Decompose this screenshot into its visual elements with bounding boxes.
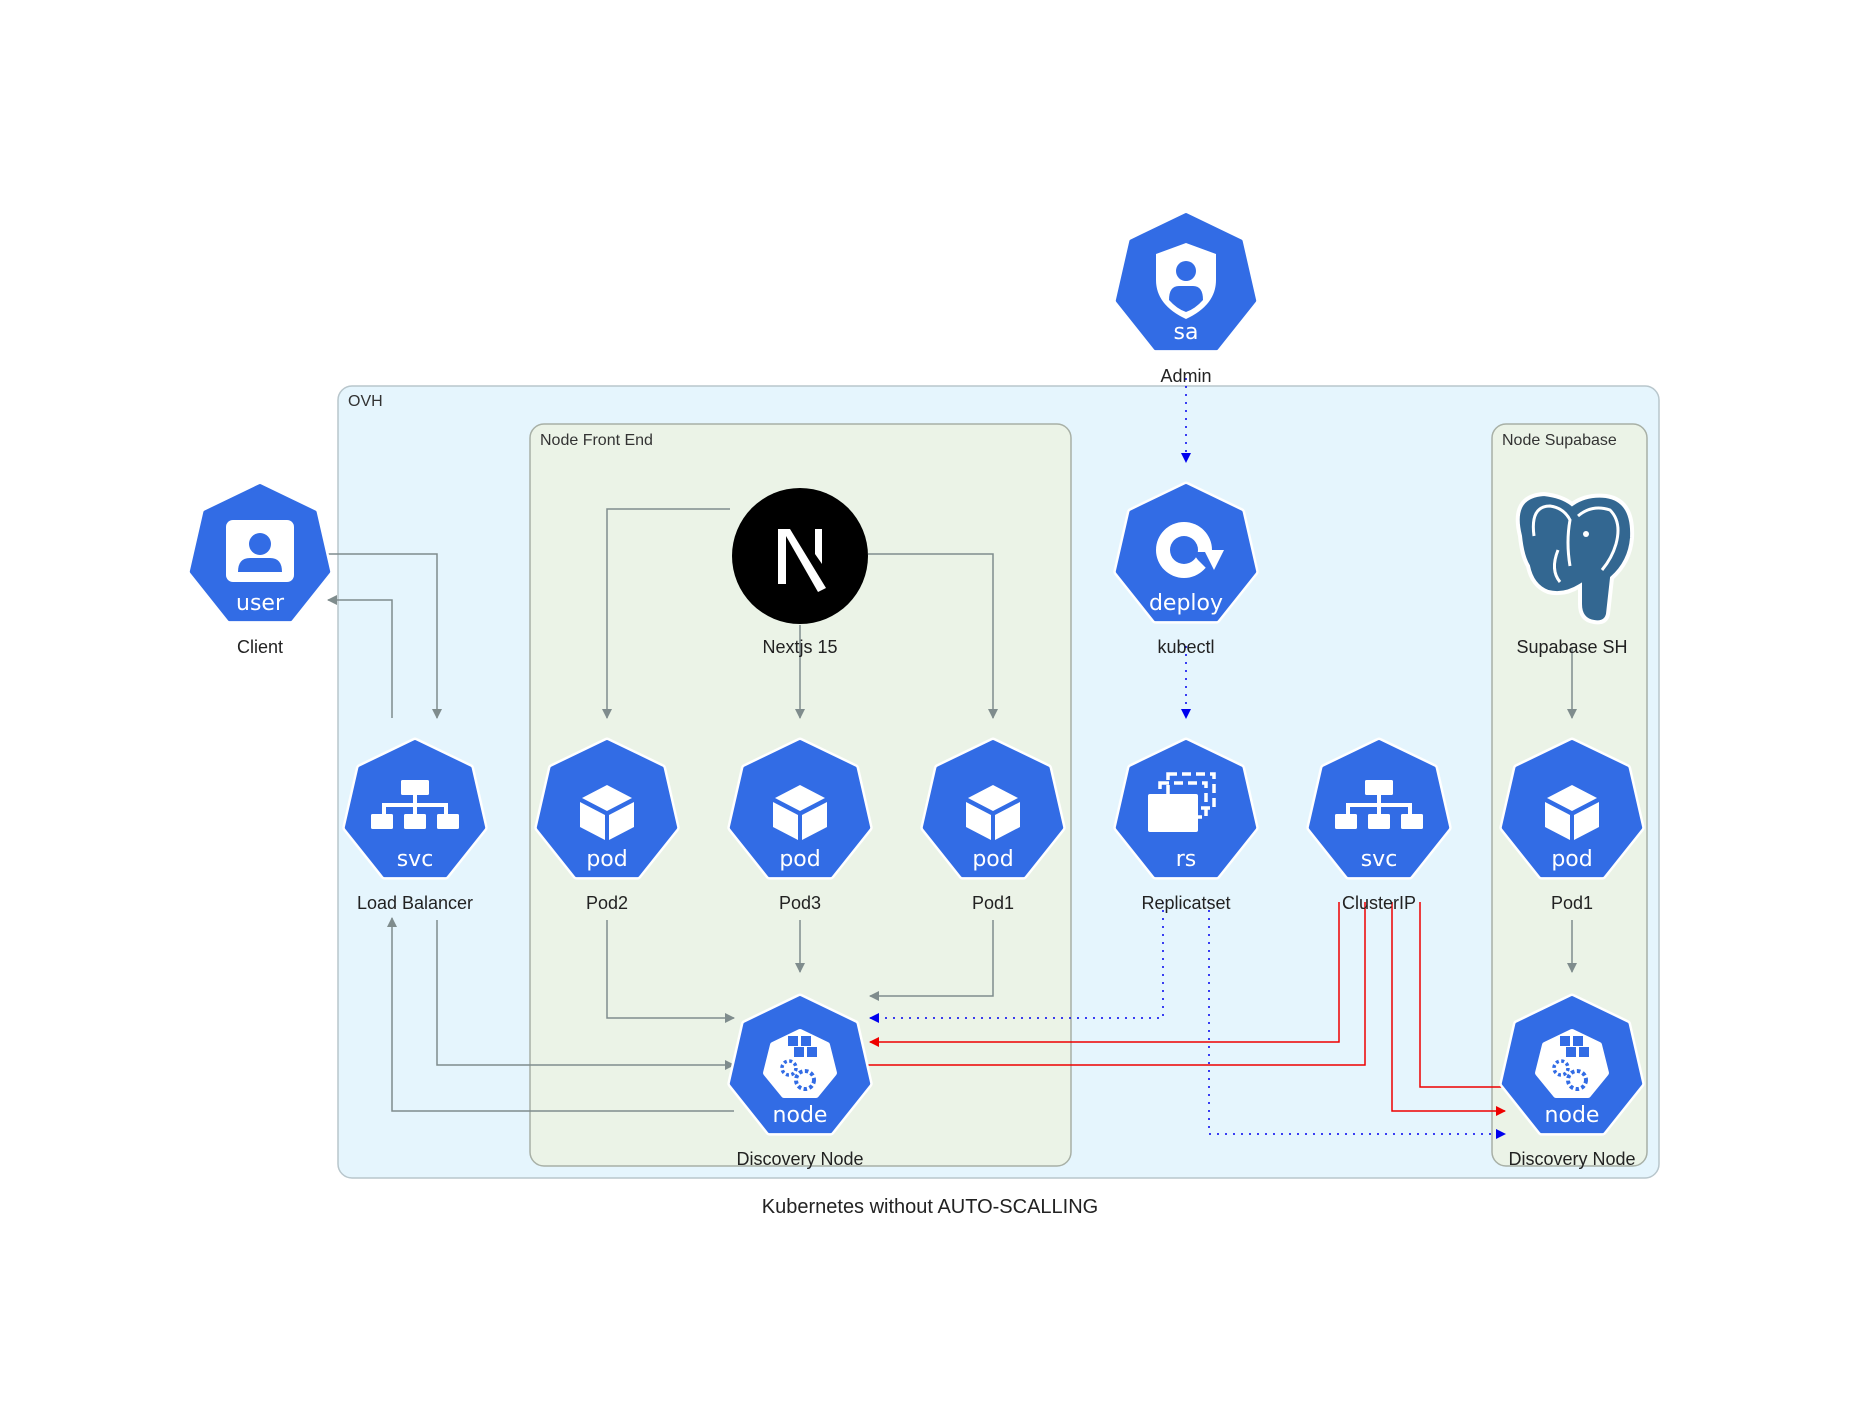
discovery-front-badge: node xyxy=(773,1103,828,1128)
pod1-front-label: Pod1 xyxy=(972,893,1014,913)
node-supabase[interactable]: Supabase SH xyxy=(1515,491,1635,657)
node-nextjs[interactable]: Nextjs 15 xyxy=(732,488,868,657)
nextjs-label: Nextjs 15 xyxy=(762,637,837,657)
client-label: Client xyxy=(237,637,283,657)
replicaset-badge: rs xyxy=(1176,847,1197,872)
edge-load-balancer-to-client xyxy=(327,595,393,718)
client-badge: user xyxy=(236,591,285,616)
edge-client-to-load-balancer xyxy=(326,553,442,719)
edge-load-balancer-to-discovery xyxy=(436,920,735,1070)
pod3-label: Pod3 xyxy=(779,893,821,913)
edge-clusterip-to-discovery-supabase xyxy=(1391,902,1506,1116)
node-client[interactable]: user Client xyxy=(192,486,328,657)
edge-discovery-to-load-balancer xyxy=(387,917,734,1112)
pod3-badge: pod xyxy=(779,847,820,872)
edge-pod1-to-discovery xyxy=(869,920,994,1001)
discovery-supabase-badge: node xyxy=(1545,1103,1600,1128)
node-replicaset[interactable]: rs Replicatset xyxy=(1118,742,1254,913)
node-discovery-supabase[interactable]: node Discovery Node xyxy=(1504,998,1640,1169)
admin-label: Admin xyxy=(1160,366,1211,386)
diagram-caption: Kubernetes without AUTO-SCALLING xyxy=(762,1196,1098,1218)
kubectl-label: kubectl xyxy=(1157,637,1214,657)
clusterip-label: ClusterIP xyxy=(1342,893,1416,913)
edge-discovery-front-to-clusterip xyxy=(867,902,1366,1066)
pod1-front-badge: pod xyxy=(972,847,1013,872)
node-pod1-supabase[interactable]: pod Pod1 xyxy=(1504,742,1640,913)
load-balancer-badge: svc xyxy=(397,847,434,872)
node-icon xyxy=(1538,1032,1606,1095)
edge-replicaset-to-discovery-supabase xyxy=(1208,902,1506,1139)
edge-pod2-to-discovery xyxy=(606,920,735,1023)
cluster-front-label: Node Front End xyxy=(540,432,653,449)
pod2-label: Pod2 xyxy=(586,893,628,913)
clusterip-badge: svc xyxy=(1361,847,1398,872)
postgresql-elephant-icon xyxy=(1515,491,1635,625)
load-balancer-label: Load Balancer xyxy=(357,893,473,913)
pod2-badge: pod xyxy=(586,847,627,872)
node-load-balancer[interactable]: svc Load Balancer xyxy=(347,742,483,913)
admin-badge: sa xyxy=(1174,320,1199,345)
node-pod2[interactable]: pod Pod2 xyxy=(539,742,675,913)
user-icon xyxy=(226,520,294,582)
node-kubectl[interactable]: deploy kubectl xyxy=(1118,486,1254,657)
pod1-supabase-badge: pod xyxy=(1551,847,1592,872)
edge-nextjs-to-pod2 xyxy=(602,508,730,719)
pod1-supabase-label: Pod1 xyxy=(1551,893,1593,913)
kubectl-badge: deploy xyxy=(1149,591,1223,616)
node-clusterip[interactable]: svc ClusterIP xyxy=(1311,742,1447,913)
discovery-front-label: Discovery Node xyxy=(736,1149,863,1169)
node-pod3[interactable]: pod Pod3 xyxy=(732,742,868,913)
node-icon xyxy=(766,1032,834,1095)
cluster-supabase-label: Node Supabase xyxy=(1502,432,1617,449)
supabase-label: Supabase SH xyxy=(1516,637,1627,657)
replicaset-label: Replicatset xyxy=(1141,893,1230,913)
edge-discovery-supabase-to-clusterip xyxy=(1419,902,1507,1088)
edges xyxy=(326,378,1577,1139)
edge-nextjs-to-pod1 xyxy=(868,553,998,719)
node-discovery-front[interactable]: node Discovery Node xyxy=(732,998,868,1169)
edge-clusterip-to-discovery-front xyxy=(869,902,1340,1047)
discovery-supabase-label: Discovery Node xyxy=(1508,1149,1635,1169)
node-admin[interactable]: sa Admin xyxy=(1118,215,1254,386)
node-pod1-front[interactable]: pod Pod1 xyxy=(925,742,1061,913)
cluster-ovh-label: OVH xyxy=(348,393,383,410)
